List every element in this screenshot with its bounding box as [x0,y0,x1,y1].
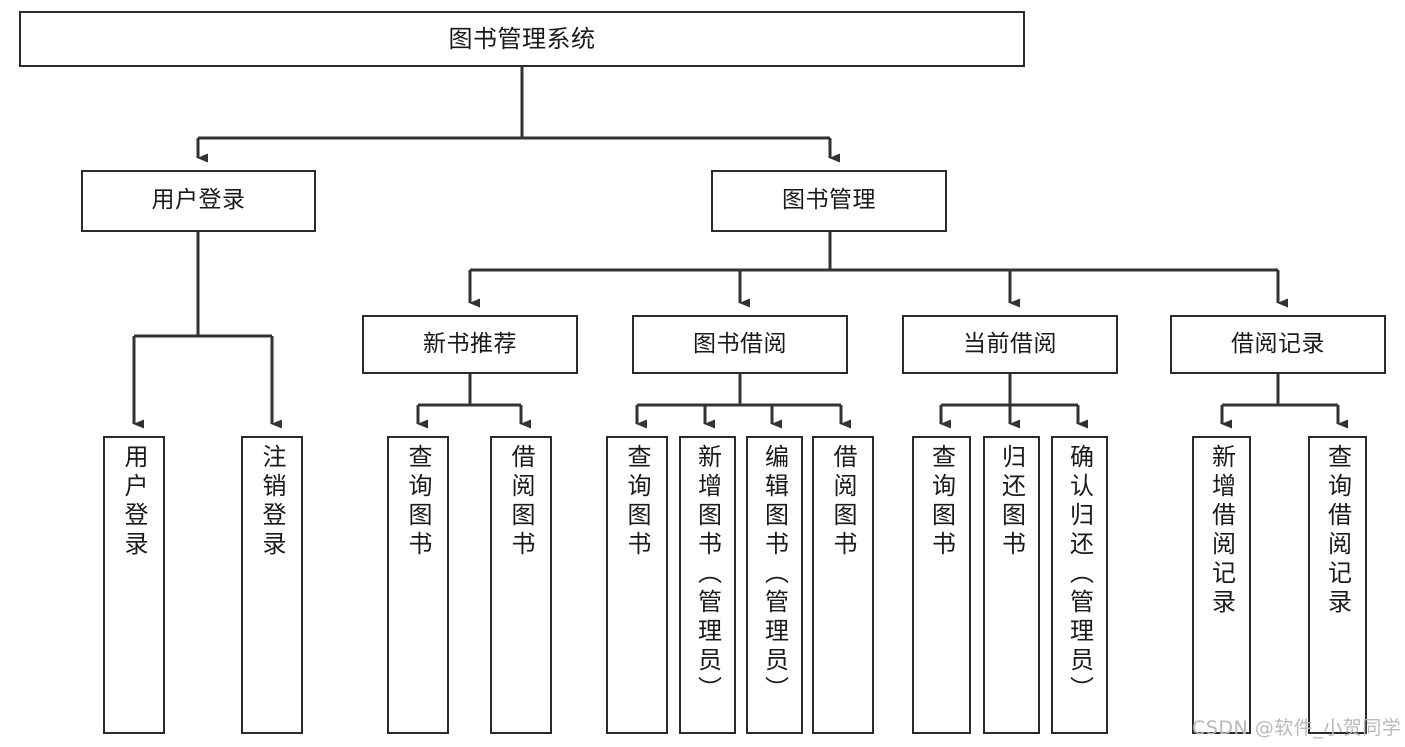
node-leaf-add-record[interactable]: 新增借阅记录 [1192,436,1251,734]
node-leaf-query-book-1[interactable]: 查询图书 [387,436,449,734]
node-leaf-logout-login[interactable]: 注销登录 [241,436,303,734]
node-leaf-query-book-3[interactable]: 查询图书 [912,436,971,734]
node-leaf-return-book-label: 归还图书 [997,444,1026,560]
node-leaf-query-record[interactable]: 查询借阅记录 [1308,436,1367,734]
node-leaf-query-record-label: 查询借阅记录 [1323,444,1352,618]
node-book-borrow[interactable]: 图书借阅 [632,315,848,374]
node-new-book-recommend[interactable]: 新书推荐 [362,315,578,374]
node-book-borrow-label: 图书借阅 [693,330,787,357]
node-leaf-query-book-2[interactable]: 查询图书 [606,436,668,734]
node-leaf-user-login-label: 用户登录 [120,444,148,560]
node-current-borrow-label: 当前借阅 [963,330,1057,357]
node-leaf-add-book-label: 新增图书（管理员） [693,444,722,705]
node-leaf-query-book-3-label: 查询图书 [927,444,956,560]
node-leaf-query-book-1-label: 查询图书 [404,444,432,560]
node-leaf-confirm-return[interactable]: 确认归还（管理员） [1051,436,1108,734]
node-leaf-add-record-label: 新增借阅记录 [1207,444,1236,618]
node-user-login-label: 用户登录 [151,187,246,214]
node-leaf-borrow-book-1[interactable]: 借阅图书 [490,436,552,734]
watermark: CSDN @软件_小贺同学 [1192,717,1402,739]
node-book-manage-label: 图书管理 [782,187,876,214]
node-leaf-logout-login-label: 注销登录 [258,444,286,560]
node-leaf-return-book[interactable]: 归还图书 [983,436,1040,734]
node-leaf-confirm-return-label: 确认归还（管理员） [1065,444,1094,705]
node-leaf-edit-book[interactable]: 编辑图书（管理员） [746,436,803,734]
node-borrow-record-label: 借阅记录 [1231,330,1325,357]
node-leaf-borrow-book-1-label: 借阅图书 [507,444,535,560]
node-book-manage[interactable]: 图书管理 [711,170,947,232]
node-leaf-borrow-book-2[interactable]: 借阅图书 [812,436,874,734]
node-root[interactable]: 图书管理系统 [19,11,1025,67]
node-current-borrow[interactable]: 当前借阅 [902,315,1118,374]
node-leaf-user-login[interactable]: 用户登录 [103,436,165,734]
node-leaf-query-book-2-label: 查询图书 [623,444,651,560]
node-new-book-recommend-label: 新书推荐 [423,330,517,357]
node-leaf-edit-book-label: 编辑图书（管理员） [760,444,789,705]
node-leaf-borrow-book-2-label: 借阅图书 [829,444,857,560]
node-leaf-add-book[interactable]: 新增图书（管理员） [679,436,736,734]
node-user-login[interactable]: 用户登录 [81,170,316,232]
node-root-label: 图书管理系统 [448,24,596,53]
node-borrow-record[interactable]: 借阅记录 [1170,315,1386,374]
